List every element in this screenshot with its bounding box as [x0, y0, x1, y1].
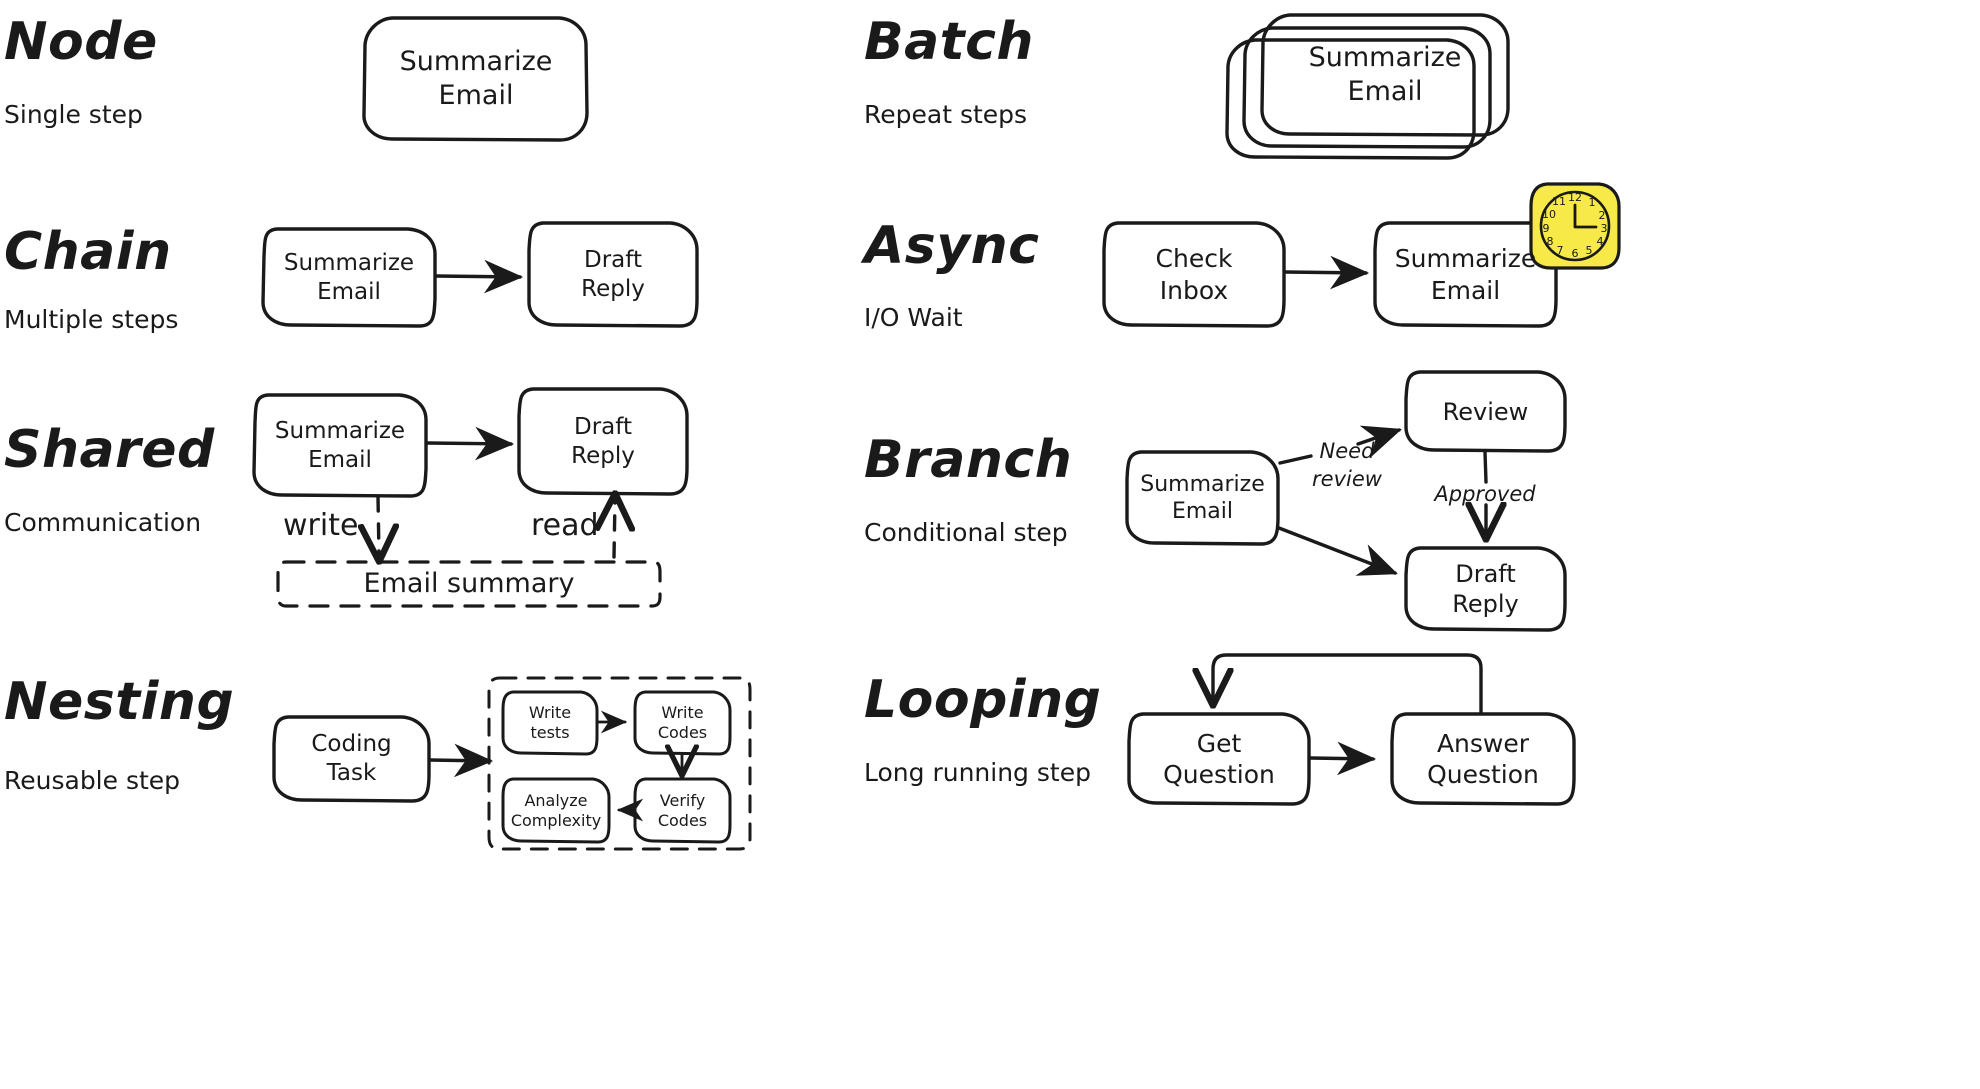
branch-edge-label-approved: Approved [1434, 482, 1536, 506]
branch-edge-label-need-review: Need review [1312, 439, 1382, 492]
nesting-box-verify-codes [633, 777, 732, 844]
section-subtitle-async: I/O Wait [864, 303, 963, 332]
async-arrow-1 [1283, 255, 1370, 290]
clock-numerals: 12 1 2 3 4 5 6 7 8 9 10 11 [1542, 191, 1608, 260]
branch-box-draft-reply [1404, 546, 1567, 632]
svg-text:1: 1 [1589, 196, 1596, 209]
svg-text:2: 2 [1599, 209, 1606, 222]
section-title-async: Async [864, 216, 1040, 276]
svg-text:3: 3 [1601, 222, 1608, 235]
node-box-summarize-email [362, 16, 589, 142]
section-subtitle-batch: Repeat steps [864, 100, 1028, 129]
shared-box-draft-reply [517, 387, 689, 496]
svg-text:6: 6 [1572, 247, 1579, 260]
chain-box-summarize-email [261, 227, 437, 328]
looping-box-get-question [1127, 712, 1311, 806]
nesting-box-write-codes [633, 690, 732, 756]
section-subtitle-chain: Multiple steps [4, 305, 179, 334]
section-title-looping: Looping [864, 670, 1102, 730]
svg-text:9: 9 [1543, 222, 1550, 235]
nesting-subflow-group [487, 676, 752, 851]
shared-arrow-read [614, 499, 615, 559]
looping-box-answer-question [1390, 712, 1576, 806]
section-title-chain: Chain [4, 222, 172, 282]
looping-arrow-forward [1308, 741, 1377, 776]
section-title-node: Node [4, 12, 158, 72]
svg-text:4: 4 [1597, 235, 1604, 248]
nesting-arrow-into-subflow [428, 743, 494, 778]
svg-text:10: 10 [1542, 208, 1556, 221]
svg-text:5: 5 [1586, 244, 1593, 257]
section-subtitle-node: Single step [4, 100, 143, 129]
async-box-check-inbox [1102, 221, 1286, 328]
branch-arrow-need-review [1278, 454, 1313, 465]
section-title-nesting: Nesting [4, 672, 235, 732]
svg-text:8: 8 [1547, 235, 1554, 248]
branch-box-review [1404, 370, 1567, 453]
async-box-summarize-email [1373, 221, 1558, 328]
chain-box-draft-reply [527, 221, 699, 328]
svg-text:11: 11 [1552, 195, 1566, 208]
shared-arrow-write [378, 495, 379, 556]
chain-arrow-1 [434, 259, 524, 294]
svg-text:7: 7 [1557, 244, 1564, 257]
branch-arrow-approved [1483, 450, 1488, 484]
svg-text:12: 12 [1568, 191, 1582, 204]
shared-arrow-main [425, 426, 515, 461]
nesting-box-write-tests [501, 690, 599, 756]
section-title-branch: Branch [864, 430, 1073, 490]
shared-edge-label-read: read [531, 508, 599, 543]
section-subtitle-shared: Communication [4, 508, 202, 537]
shared-box-summarize-email [252, 393, 428, 498]
nesting-box-analyze-complexity [501, 777, 611, 844]
shared-edge-label-write: write [283, 508, 359, 543]
shared-store-email-summary [276, 560, 662, 608]
clock-icon [1529, 182, 1621, 270]
branch-arrow-need-review-head [1356, 425, 1402, 458]
section-subtitle-nesting: Reusable step [4, 766, 181, 795]
nesting-box-coding-task [272, 715, 431, 803]
section-subtitle-looping: Long running step [864, 758, 1091, 787]
section-subtitle-branch: Conditional step [864, 518, 1068, 547]
looping-arrow-loopback [1213, 653, 1483, 715]
section-title-shared: Shared [4, 420, 215, 480]
batch-box-stack [1225, 13, 1510, 160]
section-title-batch: Batch [864, 12, 1034, 72]
branch-arrow-direct [1277, 526, 1398, 576]
branch-box-summarize-email [1125, 450, 1280, 546]
